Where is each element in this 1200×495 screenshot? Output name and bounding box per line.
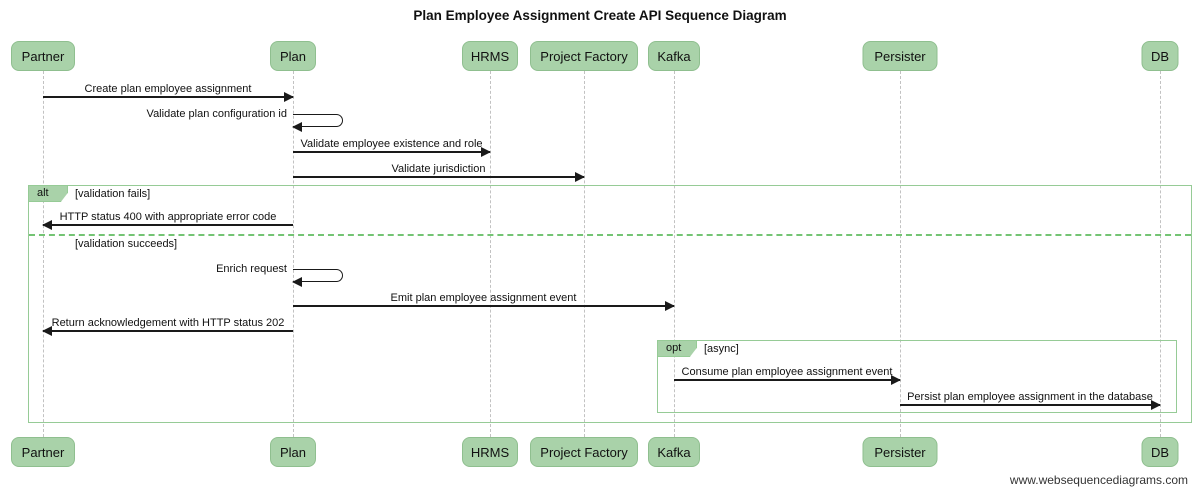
participant-db-top: DB [1141,41,1179,71]
participant-project-factory-top: Project Factory [530,41,638,71]
message-line [293,305,674,307]
message-line [900,404,1160,406]
lifeline-kafka [674,71,675,437]
arrowhead-right-icon [1151,400,1161,410]
participant-project-factory-bottom: Project Factory [530,437,638,467]
message-label: Enrich request [216,263,287,275]
opt-condition-async: [async] [704,343,739,355]
message-validate-employee: Validate employee existence and role [293,138,491,157]
arrowhead-right-icon [481,147,491,157]
arrowhead-left-icon [42,220,52,230]
message-label: HTTP status 400 with appropriate error c… [59,211,277,223]
message-label: Persist plan employee assignment in the … [907,391,1153,403]
lifeline-project-factory [584,71,585,437]
message-line [293,176,584,178]
message-label: Consume plan employee assignment event [681,366,893,378]
message-validate-jurisdiction: Validate jurisdiction [293,163,585,182]
fragment-opt: opt [async] [657,340,1177,413]
message-create-assignment: Create plan employee assignment [43,83,294,102]
lifeline-hrms [490,71,491,437]
message-label: Emit plan employee assignment event [390,292,577,304]
fragment-alt: alt [validation fails] [validation succe… [28,185,1192,423]
lifeline-persister [900,71,901,437]
diagram-title: Plan Employee Assignment Create API Sequ… [413,8,787,23]
message-line [674,379,900,381]
arrowhead-right-icon [575,172,585,182]
participant-partner-top: Partner [11,41,75,71]
lifeline-plan [293,71,294,437]
message-line [293,151,490,153]
participant-plan-top: Plan [270,41,316,71]
self-message-enrich-request: Enrich request [216,263,343,287]
participant-kafka-bottom: Kafka [648,437,700,467]
participant-hrms-bottom: HRMS [462,437,518,467]
arrowhead-right-icon [665,301,675,311]
watermark: www.websequencediagrams.com [1009,473,1188,487]
message-label: Validate employee existence and role [300,138,483,150]
participant-plan-bottom: Plan [270,437,316,467]
participant-hrms-top: HRMS [462,41,518,71]
message-line [43,224,293,226]
arrowhead-right-icon [891,375,901,385]
self-message-validate-config: Validate plan configuration id [147,108,343,132]
lifeline-db [1160,71,1161,437]
arrowhead-left-icon [292,122,302,132]
message-label: Return acknowledgement with HTTP status … [51,317,285,329]
participant-kafka-top: Kafka [648,41,700,71]
lifeline-partner [43,71,44,437]
participant-persister-top: Persister [862,41,938,71]
message-return-ack: Return acknowledgement with HTTP status … [42,317,293,336]
message-label: Validate plan configuration id [146,108,287,120]
message-http-400: HTTP status 400 with appropriate error c… [42,211,293,230]
message-emit-event: Emit plan employee assignment event [293,292,675,311]
alt-divider [29,234,1191,236]
opt-tab-label: opt [657,340,697,357]
alt-condition-succeeds: [validation succeeds] [75,238,178,250]
message-label: Create plan employee assignment [84,83,252,95]
arrowhead-right-icon [284,92,294,102]
arrowhead-left-icon [42,326,52,336]
message-consume-event: Consume plan employee assignment event [674,366,901,385]
arrowhead-left-icon [292,277,302,287]
message-line [43,330,293,332]
participant-persister-bottom: Persister [862,437,938,467]
message-label: Validate jurisdiction [391,163,486,175]
participant-partner-bottom: Partner [11,437,75,467]
participant-db-bottom: DB [1141,437,1179,467]
message-persist-db: Persist plan employee assignment in the … [900,391,1161,410]
message-line [43,96,293,98]
alt-condition-fails: [validation fails] [75,188,151,200]
alt-tab-label: alt [28,185,68,202]
